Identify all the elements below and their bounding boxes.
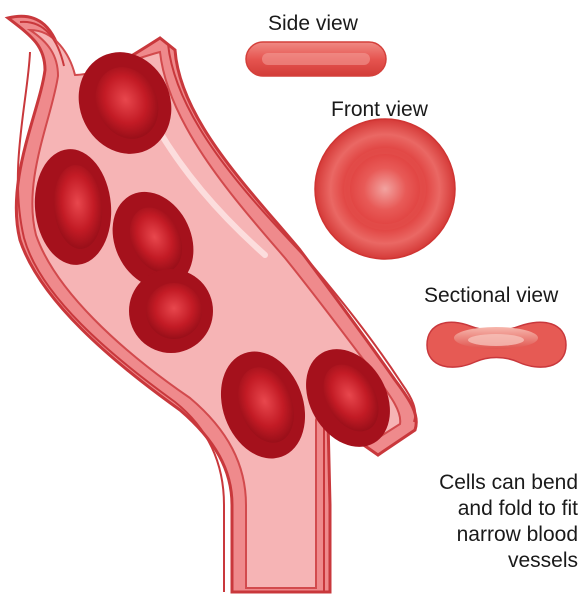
front-view-label: Front view	[331, 99, 428, 120]
sectional-view-label: Sectional view	[424, 285, 558, 306]
side-view-cell	[246, 42, 386, 76]
sectional-view-cell	[427, 322, 566, 367]
front-view-cell	[315, 119, 455, 259]
side-view-label: Side view	[268, 13, 358, 34]
vessel-cell	[129, 269, 213, 353]
caption-text: Cells can bend and fold to fit narrow bl…	[404, 470, 578, 574]
